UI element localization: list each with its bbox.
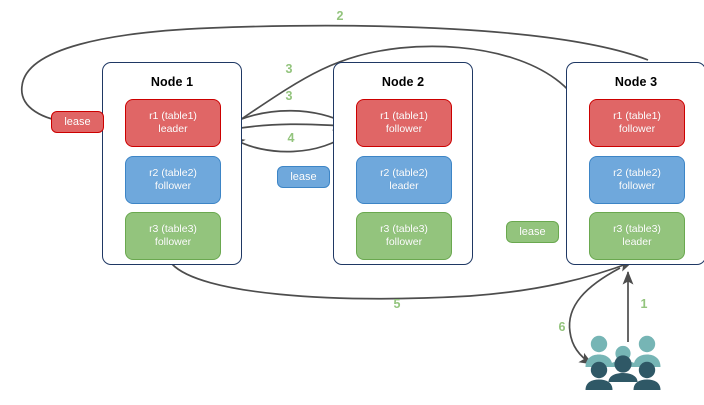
replica-node1-r2[interactable]: r2 (table2) follower [125, 156, 221, 204]
step-label-5: 5 [393, 297, 401, 311]
replica-role: follower [385, 236, 423, 248]
step-label-3b: 3 [285, 89, 293, 103]
node-box-2[interactable]: Node 2 r1 (table1) follower r2 (table2) … [333, 62, 473, 265]
replica-node3-r2[interactable]: r2 (table2) follower [589, 156, 685, 204]
step-label-3a: 3 [285, 62, 293, 76]
replica-name: r1 (table1) [149, 110, 197, 122]
replica-node3-r3[interactable]: r3 (table3) leader [589, 212, 685, 260]
replica-name: r3 (table3) [613, 223, 661, 235]
edge-3-arc-node1-to-node2 [225, 109, 348, 127]
users-group-icon [585, 335, 661, 390]
replica-name: r3 (table3) [149, 223, 197, 235]
replica-node2-r3[interactable]: r3 (table3) follower [356, 212, 452, 260]
replica-node1-r1[interactable]: r1 (table1) leader [125, 99, 221, 147]
lease-box-blue[interactable]: lease [277, 166, 330, 188]
edge-5-node1-to-node3 [171, 261, 633, 300]
replica-node3-r1[interactable]: r1 (table1) follower [589, 99, 685, 147]
replica-node2-r1[interactable]: r1 (table1) follower [356, 99, 452, 147]
replica-name: r2 (table2) [380, 167, 428, 179]
replica-name: r2 (table2) [149, 167, 197, 179]
replica-role: follower [385, 123, 423, 135]
node-box-3[interactable]: Node 3 r1 (table1) follower r2 (table2) … [566, 62, 704, 265]
node-title-3: Node 3 [614, 75, 658, 89]
step-label-6: 6 [558, 320, 566, 334]
replica-role: follower [154, 236, 192, 248]
replica-role: leader [622, 236, 652, 248]
node-box-1[interactable]: Node 1 r1 (table1) leader r2 (table2) fo… [102, 62, 242, 265]
replica-name: r1 (table1) [613, 110, 661, 122]
replica-role: leader [389, 180, 419, 192]
replica-node1-r3[interactable]: r3 (table3) follower [125, 212, 221, 260]
users-front-row [585, 355, 661, 390]
step-label-2: 2 [336, 9, 344, 23]
lease-box-green[interactable]: lease [506, 221, 559, 243]
replica-name: r1 (table1) [380, 110, 428, 122]
replica-role: follower [618, 123, 656, 135]
replica-node2-r2[interactable]: r2 (table2) leader [356, 156, 452, 204]
step-label-1: 1 [640, 297, 648, 311]
replica-name: r3 (table3) [380, 223, 428, 235]
replica-role: follower [154, 180, 192, 192]
step-label-4: 4 [287, 131, 295, 145]
replica-name: r2 (table2) [613, 167, 661, 179]
node-title-2: Node 2 [381, 75, 425, 89]
node-title-1: Node 1 [150, 75, 194, 89]
replica-role: follower [618, 180, 656, 192]
replica-role: leader [158, 123, 188, 135]
edge-3b-node1r1-to-node2r1 [227, 119, 347, 131]
lease-box-red[interactable]: lease [51, 111, 104, 133]
